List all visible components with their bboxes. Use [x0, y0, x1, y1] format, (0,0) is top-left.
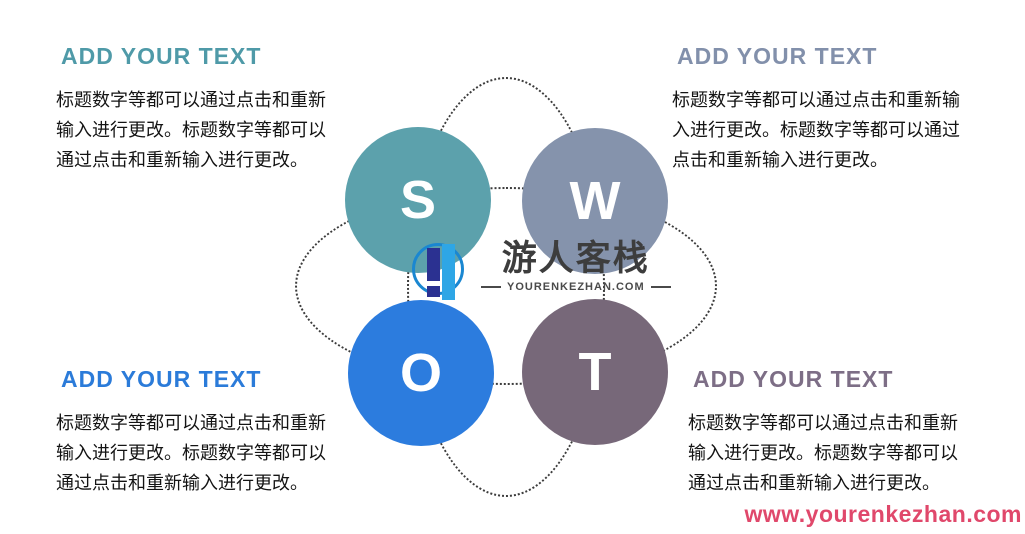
text-block-body: 标题数字等都可以通过点击和重新 输入进行更改。标题数字等都可以 通过点击和重新输… — [56, 413, 326, 493]
text-block-body: 标题数字等都可以通过点击和重新 输入进行更改。标题数字等都可以 通过点击和重新输… — [56, 90, 326, 170]
text-block-body: 标题数字等都可以通过点击和重新输 入进行更改。标题数字等都可以通过 点击和重新输… — [672, 90, 960, 170]
logo-dash-left — [481, 286, 501, 288]
circle-weaknesses-letter: W — [569, 171, 621, 231]
site-url-watermark: www.yourenkezhan.com — [744, 501, 1022, 527]
logo-text-column: 游人客栈 YOURENKEZHAN.COM — [481, 240, 671, 293]
circle-strengths: S — [345, 127, 491, 273]
logo-domain-line: YOURENKEZHAN.COM — [481, 281, 671, 293]
text-block-body: 标题数字等都可以通过点击和重新 输入进行更改。标题数字等都可以 通过点击和重新输… — [688, 413, 958, 493]
logo-building-bar — [442, 244, 455, 300]
watermark-logo: 游人客栈 YOURENKEZHAN.COM — [412, 240, 671, 304]
logo-exclamation-dot — [427, 286, 440, 297]
logo-dash-right — [650, 286, 671, 288]
dotted-ellipse-vertical — [407, 77, 605, 497]
text-block-heading: ADD YOUR TEXT — [61, 43, 262, 69]
circle-opportunities: O — [348, 300, 494, 446]
text-block-heading: ADD YOUR TEXT — [693, 366, 894, 392]
logo-domain-text: YOURENKEZHAN.COM — [507, 281, 645, 293]
logo-exclamation-bar — [427, 248, 440, 281]
text-block-top-left: ADD YOUR TEXT 标题数字等都可以通过点击和重新 输入进行更改。标题数… — [56, 42, 326, 175]
circle-opportunities-letter: O — [399, 343, 442, 403]
text-block-top-right: ADD YOUR TEXT 标题数字等都可以通过点击和重新输 入进行更改。标题数… — [672, 42, 960, 175]
circle-strengths-letter: S — [399, 170, 437, 230]
text-block-bottom-left: ADD YOUR TEXT 标题数字等都可以通过点击和重新 输入进行更改。标题数… — [56, 365, 326, 498]
circle-weaknesses: W — [522, 128, 668, 274]
text-block-heading: ADD YOUR TEXT — [677, 43, 878, 69]
logo-brand-name: 游人客栈 — [501, 238, 650, 279]
circle-threats-letter: T — [578, 342, 612, 402]
yourenkezhan-logo-icon — [412, 240, 472, 304]
text-block-bottom-right: ADD YOUR TEXT 标题数字等都可以通过点击和重新 输入进行更改。标题数… — [688, 365, 958, 498]
circle-threats: T — [522, 299, 668, 445]
text-block-heading: ADD YOUR TEXT — [61, 366, 262, 392]
